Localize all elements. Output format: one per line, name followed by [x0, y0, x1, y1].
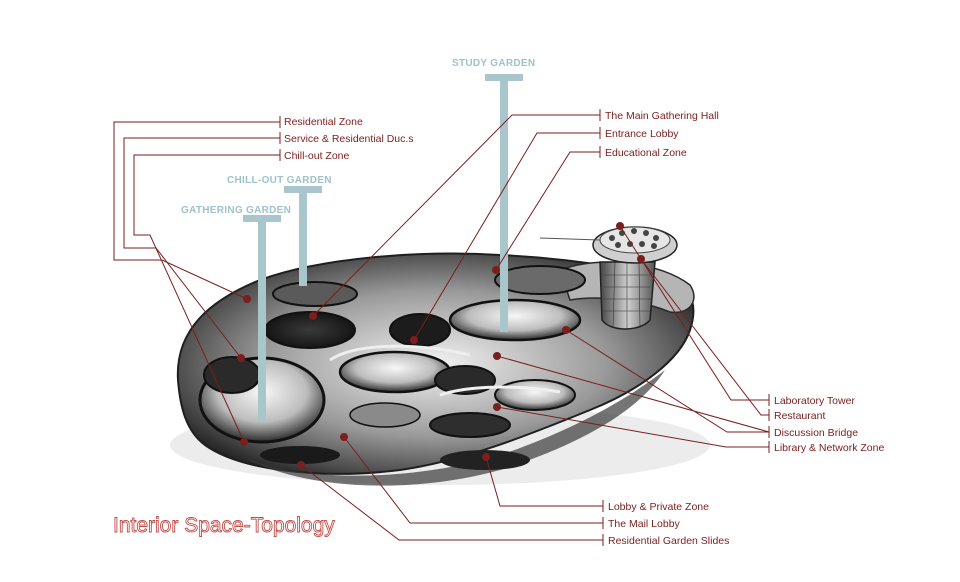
label-service-residential-ducts: Service & Residential Duc.s — [284, 133, 414, 145]
chillout-garden-pole — [284, 186, 322, 286]
label-residential-zone: Residential Zone — [284, 116, 363, 128]
label-residential-garden-slides: Residential Garden Slides — [608, 535, 729, 547]
study-garden-pole — [485, 74, 523, 332]
label-lobby-private-zone: Lobby & Private Zone — [608, 501, 709, 513]
label-restaurant: Restaurant — [774, 410, 825, 422]
building-illustration — [170, 226, 710, 486]
label-discussion-bridge: Discussion Bridge — [774, 427, 858, 439]
gathering-garden-pole — [243, 215, 281, 421]
label-entrance-lobby: Entrance Lobby — [605, 128, 679, 140]
label-library-network-zone: Library & Network Zone — [774, 442, 884, 454]
label-main-gathering-hall: The Main Gathering Hall — [605, 110, 719, 122]
label-laboratory-tower: Laboratory Tower — [774, 395, 855, 407]
study-garden-label: STUDY GARDEN — [452, 58, 535, 69]
pointer-dots — [237, 222, 645, 469]
label-educational-zone: Educational Zone — [605, 147, 687, 159]
leader-lines — [113, 109, 770, 546]
gathering-garden-label: GATHERING GARDEN — [181, 205, 291, 216]
label-chill-out-zone: Chill-out Zone — [284, 150, 350, 162]
label-mail-lobby: The Mail Lobby — [608, 518, 681, 530]
diagram-title: Interior Space-Topology — [113, 514, 335, 537]
chillout-garden-label: CHILL-OUT GARDEN — [227, 175, 332, 186]
